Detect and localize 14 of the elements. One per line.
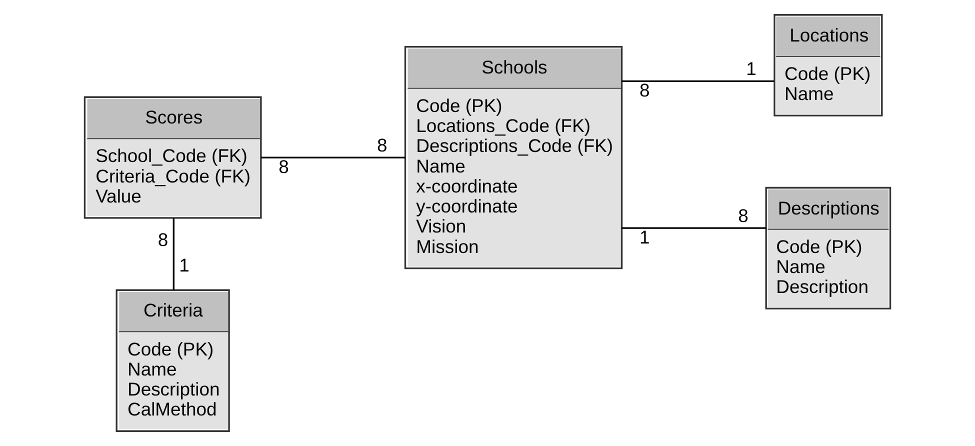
label: 1 — [639, 226, 650, 248]
label: 8 — [738, 205, 748, 226]
connector — [622, 227, 766, 229]
label: 1 — [179, 254, 190, 276]
connector — [261, 156, 406, 158]
node-box: Descriptions Code (PK) Name Description — [765, 186, 892, 310]
node-box: Locations Code (PK) Name — [774, 14, 883, 116]
connector — [172, 218, 174, 290]
connector — [622, 80, 774, 82]
label: 8 — [278, 156, 289, 177]
label: 8 — [158, 228, 168, 250]
label: 8 — [377, 134, 388, 156]
label: 1 — [746, 58, 756, 80]
label: 8 — [639, 80, 650, 101]
